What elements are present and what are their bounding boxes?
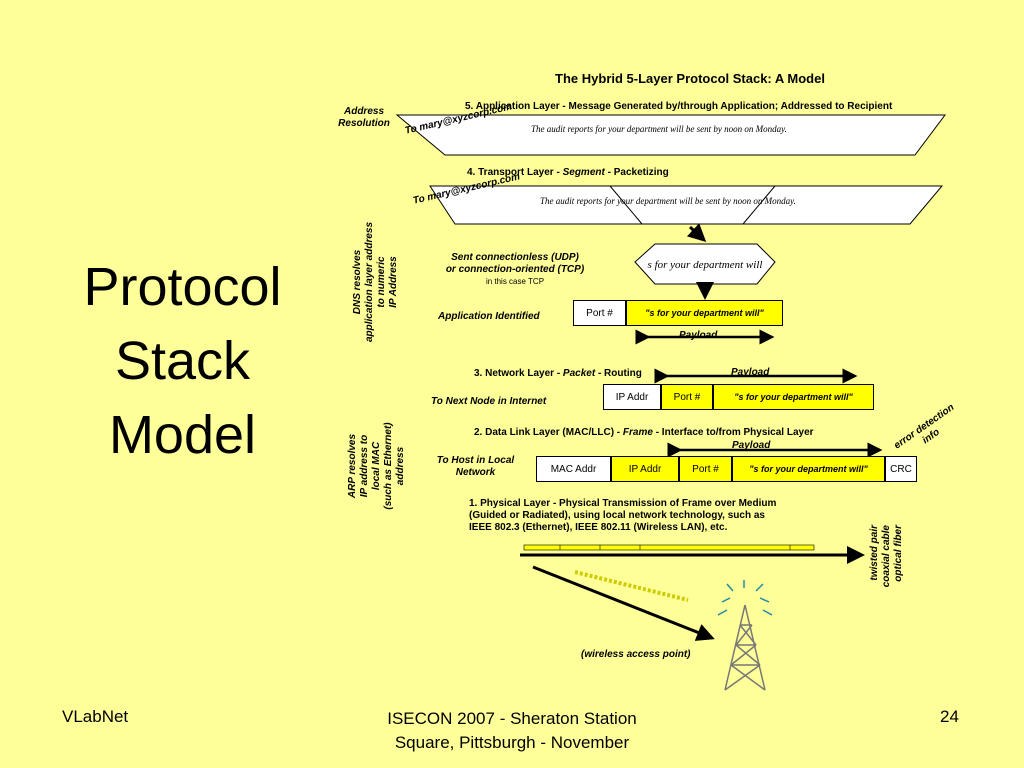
segment-payload-cell: "s for your department will": [626, 300, 783, 326]
footer-center-line-2: Square, Pittsburgh - November: [394, 733, 630, 752]
layer5-heading: 5. Application Layer - Message Generated…: [465, 101, 893, 112]
frame-ip-cell: IP Addr: [611, 456, 679, 482]
layer5-message-shape: [395, 114, 946, 156]
layer1-heading-line-3: IEEE 802.3 (Ethernet), IEEE 802.11 (Wire…: [469, 522, 728, 533]
arp-note-line-2: IP address to: [359, 434, 370, 498]
arp-resolution-note: ARP resolves IP address to local MAC (su…: [347, 401, 407, 531]
slide-title: Protocol Stack Model: [55, 250, 310, 472]
guided-media-list: twisted pair coaxial cable optical fiber: [869, 525, 907, 601]
segment-port-cell: Port #: [573, 300, 626, 326]
media-coaxial-cable: coaxial cable: [881, 525, 892, 588]
layer4-heading-pre: 4. Transport Layer -: [467, 167, 563, 178]
arp-note-line-4: (such as Ethernet): [383, 422, 394, 510]
footer-center-line-1: ISECON 2007 - Sheraton Station: [387, 709, 637, 728]
slide-title-line-3: Model: [108, 405, 257, 465]
layer4-heading-term: Segment: [562, 167, 605, 178]
footer-left: VLabNet: [62, 707, 129, 726]
layer3-heading-term: Packet: [562, 368, 596, 379]
wireless-tower-icon: [724, 604, 766, 691]
dns-note-line-1: DNS resolves: [352, 249, 363, 315]
layer2-heading-pre: 2. Data Link Layer (MAC/LLC) -: [474, 427, 623, 438]
transport-mode-line-2: or connection-oriented (TCP): [445, 264, 585, 275]
wireless-access-point-label: (wireless access point): [581, 649, 691, 660]
frame-mac-cell: MAC Addr: [536, 456, 611, 482]
layer3-heading-post: - Routing: [595, 368, 642, 379]
layer4-message: The audit reports for your department wi…: [540, 196, 796, 206]
layer2-heading-post: - Interface to/from Physical Layer: [652, 427, 814, 438]
layer2-payload-label: Payload: [732, 440, 771, 451]
layer3-heading-pre: 3. Network Layer -: [474, 368, 563, 379]
dns-note-line-4: IP Address: [388, 256, 399, 308]
layer2-heading-term: Frame: [622, 427, 653, 438]
address-resolution-label: Address Resolution: [334, 106, 394, 130]
frame-payload-cell: "s for your department will": [732, 456, 885, 482]
layer2-destination-line-2: Network: [455, 467, 496, 478]
transport-mode-note: Sent connectionless (UDP) or connection-…: [425, 252, 605, 288]
dns-note-line-3: to numeric: [376, 256, 387, 308]
transport-mode-line-1: Sent connectionless (UDP): [451, 252, 579, 263]
layer2-heading: 2. Data Link Layer (MAC/LLC) - Frame - I…: [474, 427, 814, 438]
media-twisted-pair: twisted pair: [869, 525, 880, 581]
packet-payload-cell: "s for your department will": [713, 384, 874, 410]
application-identified-label: Application Identified: [438, 311, 540, 322]
frame-crc-cell: CRC: [885, 456, 917, 482]
packet-ip-cell: IP Addr: [603, 384, 661, 410]
dns-note-line-2: application layer address: [364, 221, 375, 343]
layer3-payload-label: Payload: [731, 367, 770, 378]
layer2-destination-line-1: To Host in Local: [436, 455, 515, 466]
slide-title-line-1: Protocol: [83, 257, 282, 317]
address-resolution-line-1: Address: [343, 106, 384, 117]
layer4-message-shape: [429, 185, 944, 225]
layer2-destination: To Host in Local Network: [428, 455, 523, 479]
segment-text: s for your department will: [647, 259, 763, 271]
layer5-message: The audit reports for your department wi…: [531, 124, 787, 134]
media-optical-fiber: optical fiber: [893, 525, 904, 582]
wireless-arrow: [532, 565, 715, 641]
layer4-payload-label: Payload: [679, 330, 718, 341]
layer1-heading-line-1: 1. Physical Layer - Physical Transmissio…: [469, 498, 777, 509]
arp-note-line-5: address: [395, 446, 406, 486]
slide-title-line-2: Stack: [114, 331, 251, 391]
wireless-frame-strip: [574, 570, 689, 602]
diagram-title: The Hybrid 5-Layer Protocol Stack: A Mod…: [555, 71, 825, 86]
arp-note-line-1: ARP resolves: [347, 433, 358, 499]
transport-mode-line-3: in this case TCP: [485, 277, 545, 286]
arp-note-line-3: local MAC: [371, 441, 382, 491]
physical-frame-strip: [523, 544, 815, 551]
layer3-heading: 3. Network Layer - Packet - Routing: [474, 368, 642, 379]
frame-port-cell: Port #: [679, 456, 732, 482]
layer1-heading-line-2: (Guided or Radiated), using local networ…: [469, 510, 765, 521]
layer1-heading: 1. Physical Layer - Physical Transmissio…: [469, 498, 776, 534]
dns-resolution-note: DNS resolves application layer address t…: [352, 202, 400, 362]
layer3-destination: To Next Node in Internet: [431, 396, 547, 407]
layer4-heading-post: - Packetizing: [604, 167, 669, 178]
page-number: 24: [940, 707, 959, 726]
segment-shape: [634, 243, 776, 285]
layer4-heading: 4. Transport Layer - Segment - Packetizi…: [467, 167, 669, 178]
packet-port-cell: Port #: [661, 384, 713, 410]
wireless-signal-icon: [717, 580, 773, 616]
address-resolution-line-2: Resolution: [338, 118, 390, 129]
footer-center: ISECON 2007 - Sheraton Station Square, P…: [352, 707, 672, 755]
